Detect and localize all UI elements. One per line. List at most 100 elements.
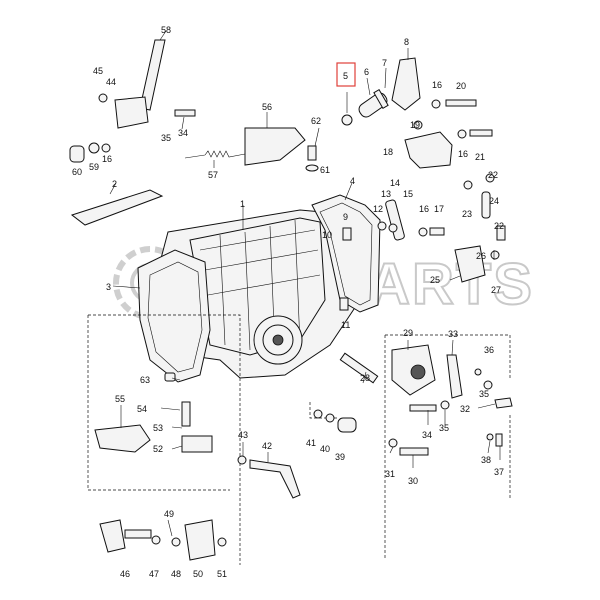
part-12-washer xyxy=(377,221,387,231)
callout-5: 5 xyxy=(343,71,348,81)
output-flange xyxy=(253,315,303,365)
part-32-clip xyxy=(494,397,513,409)
callout-37: 37 xyxy=(494,467,504,477)
callout-55: 55 xyxy=(115,394,125,404)
callout-4: 4 xyxy=(350,176,355,186)
callout-32: 32 xyxy=(460,404,470,414)
callout-60: 60 xyxy=(72,167,82,177)
callout-21: 21 xyxy=(475,152,485,162)
part-56-plate xyxy=(244,127,306,166)
part-40-washer xyxy=(325,413,335,423)
callout-49: 49 xyxy=(164,509,174,519)
part-22-nut xyxy=(485,173,495,183)
part-34-bolt xyxy=(174,109,196,117)
callout-19: 19 xyxy=(410,120,420,130)
part-23-washer xyxy=(463,180,473,190)
part-5-ring xyxy=(341,114,353,126)
callout-52: 52 xyxy=(153,444,163,454)
callout-13: 13 xyxy=(381,189,391,199)
callout-31: 31 xyxy=(385,469,395,479)
part-9-plug xyxy=(342,227,352,241)
callout-26: 26 xyxy=(476,251,486,261)
callout-39: 39 xyxy=(335,452,345,462)
callout-2: 2 xyxy=(112,179,117,189)
callout-25: 25 xyxy=(430,275,440,285)
part-44-bracket xyxy=(114,96,149,129)
part-21-bolt xyxy=(469,129,493,137)
bell-housing-flange xyxy=(137,249,211,383)
callout-35-a: 35 xyxy=(439,423,449,433)
callout-30: 30 xyxy=(408,476,418,486)
callout-7: 7 xyxy=(382,58,387,68)
part-18-block xyxy=(404,131,453,169)
callout-6: 6 xyxy=(364,67,369,77)
callout-28: 28 xyxy=(360,373,370,383)
part-35-nut xyxy=(483,380,493,390)
callout-57: 57 xyxy=(208,170,218,180)
callout-58: 58 xyxy=(161,25,171,35)
callout-22-a: 22 xyxy=(488,170,498,180)
callout-47: 47 xyxy=(149,569,159,579)
part-34-bolt-lower xyxy=(409,404,437,412)
callout-14: 14 xyxy=(390,178,400,188)
callout-36: 36 xyxy=(484,345,494,355)
callout-42: 42 xyxy=(262,441,272,451)
callout-35-b: 35 xyxy=(479,389,489,399)
part-13-nut xyxy=(388,223,398,233)
callout-45: 45 xyxy=(93,66,103,76)
callout-16-c: 16 xyxy=(419,204,429,214)
callout-20: 20 xyxy=(456,81,466,91)
callout-43: 43 xyxy=(238,430,248,440)
part-7-pin xyxy=(373,89,389,109)
callout-11: 11 xyxy=(341,320,350,330)
callout-40: 40 xyxy=(320,444,330,454)
part-60-nut xyxy=(69,145,85,163)
callout-16-d: 16 xyxy=(102,154,112,164)
callout-53: 53 xyxy=(153,423,163,433)
part-62-bolt xyxy=(307,145,317,161)
part-59-washer xyxy=(88,142,100,154)
part-43-nut xyxy=(237,455,247,465)
callout-22-b: 22 xyxy=(494,221,504,231)
subassembly-frame xyxy=(88,314,241,565)
callout-12: 12 xyxy=(373,204,383,214)
callout-63: 63 xyxy=(140,375,150,385)
part-33-lever xyxy=(446,354,463,399)
part-14-fork xyxy=(385,199,405,241)
part-8-lever xyxy=(391,57,421,111)
callout-15: 15 xyxy=(403,189,413,199)
part-26-nut xyxy=(490,250,500,260)
part-42-lever xyxy=(249,459,301,499)
part-45-clip xyxy=(98,93,108,103)
callout-48: 48 xyxy=(171,569,181,579)
callout-18: 18 xyxy=(383,147,393,157)
callout-labels: 1 2 3 4 5 6 7 8 9 10 11 12 13 14 15 16 1… xyxy=(72,25,504,579)
part-16-washer xyxy=(101,143,111,153)
part-63-nut xyxy=(164,372,176,382)
callout-8: 8 xyxy=(404,37,409,47)
callout-56: 56 xyxy=(262,102,272,112)
callout-62: 62 xyxy=(311,116,321,126)
callout-46: 46 xyxy=(120,569,130,579)
callout-34-b: 34 xyxy=(178,128,188,138)
part-47-ring xyxy=(151,535,161,545)
part-57-spring xyxy=(184,150,246,159)
callout-29: 29 xyxy=(403,328,413,338)
part-55-bracket xyxy=(94,424,151,453)
callout-24: 24 xyxy=(489,196,499,206)
part-48-ring xyxy=(171,537,181,547)
callout-61: 61 xyxy=(320,165,330,175)
part-28-shaft xyxy=(339,352,379,384)
callout-5-highlight xyxy=(336,62,356,87)
part-20-bolt xyxy=(445,99,477,107)
callout-10: 10 xyxy=(322,230,332,240)
part-51-washer xyxy=(217,537,227,547)
callout-23: 23 xyxy=(462,209,472,219)
part-38-washer xyxy=(486,433,494,441)
part-50-cover xyxy=(184,519,216,561)
callout-16-a: 16 xyxy=(432,80,442,90)
part-41-ring xyxy=(313,409,323,419)
callout-27: 27 xyxy=(491,285,501,295)
callout-41: 41 xyxy=(306,438,316,448)
